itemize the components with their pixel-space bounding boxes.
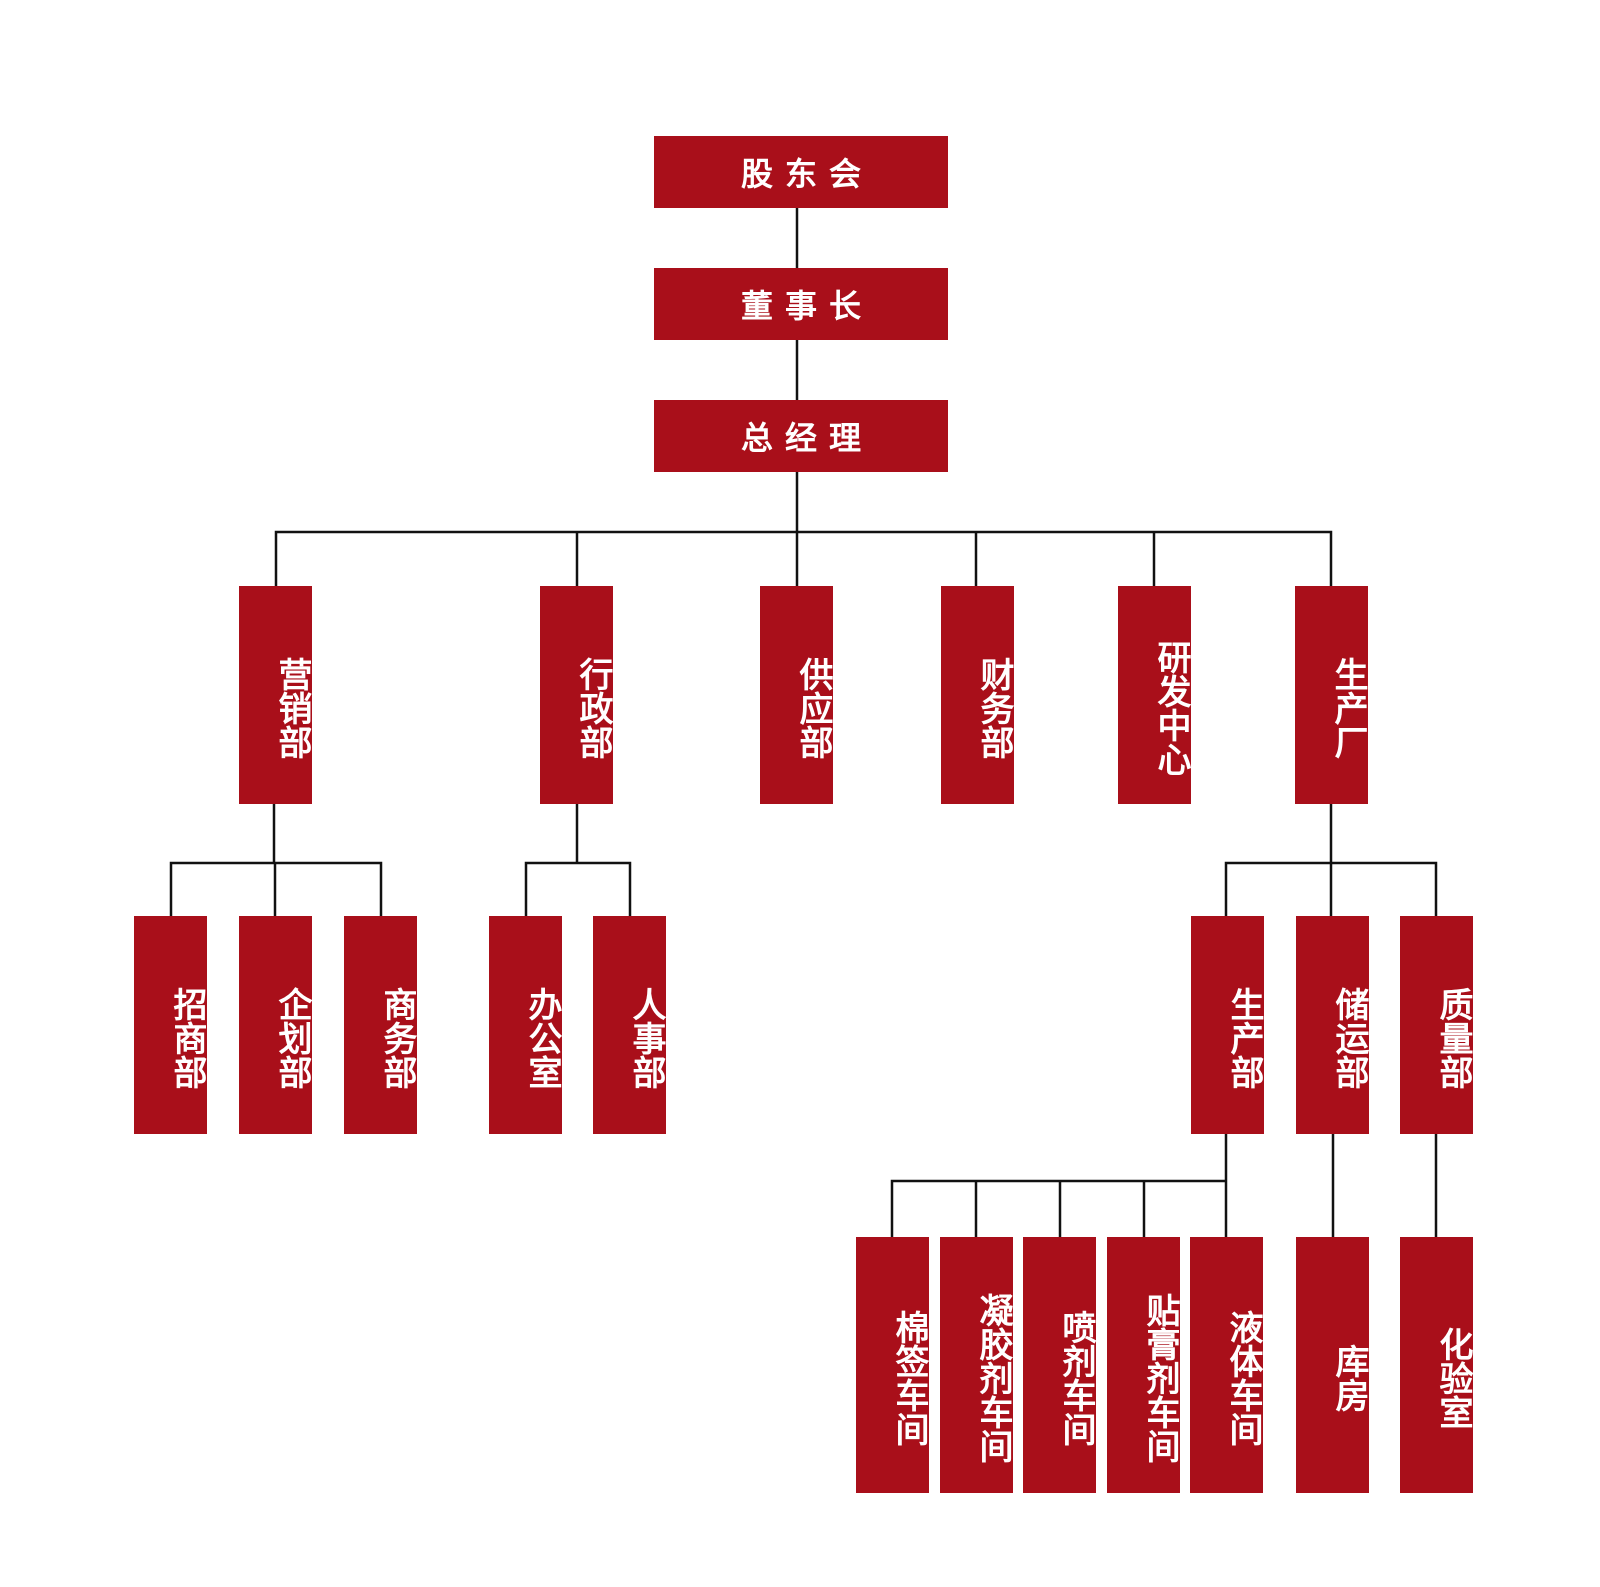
- node-business-dept-label: 商务部: [377, 987, 417, 1089]
- node-finance-dept-label: 财务部: [974, 657, 1014, 759]
- node-chairman-label: 董事长: [740, 287, 873, 325]
- node-marketing-dept-label: 营销部: [272, 657, 312, 759]
- node-plaster-workshop: 贴膏剂车间: [1107, 1237, 1180, 1493]
- node-hr-dept: 人事部: [593, 916, 666, 1134]
- node-production-plant: 生产厂: [1295, 586, 1368, 804]
- node-production-dept: 生产部: [1191, 916, 1264, 1134]
- connector-line: [1224, 861, 1438, 916]
- connector-line: [274, 530, 1333, 586]
- node-liquid-workshop: 液体车间: [1190, 1237, 1263, 1493]
- node-office: 办公室: [489, 916, 562, 1134]
- node-laboratory-label: 化验室: [1433, 1327, 1473, 1429]
- node-planning-dept: 企划部: [239, 916, 312, 1134]
- node-administration-dept-label: 行政部: [573, 657, 613, 759]
- node-finance-dept: 财务部: [941, 586, 1014, 804]
- node-spray-workshop: 喷剂车间: [1023, 1237, 1096, 1493]
- node-production-dept-label: 生产部: [1224, 987, 1264, 1089]
- node-laboratory: 化验室: [1400, 1237, 1473, 1493]
- node-general-manager-label: 总经理: [740, 419, 873, 457]
- node-investment-dept-label: 招商部: [167, 987, 207, 1089]
- connector-line: [524, 861, 632, 916]
- node-plaster-workshop-label: 贴膏剂车间: [1140, 1293, 1180, 1463]
- node-hr-dept-label: 人事部: [626, 987, 666, 1089]
- connector-line: [890, 1179, 1226, 1237]
- node-production-plant-label: 生产厂: [1328, 657, 1368, 759]
- node-investment-dept: 招商部: [134, 916, 207, 1134]
- node-spray-workshop-label: 喷剂车间: [1056, 1310, 1096, 1446]
- node-supply-dept-label: 供应部: [793, 657, 833, 759]
- node-storage-transport-dept: 储运部: [1296, 916, 1369, 1134]
- node-shareholders-meeting-label: 股东会: [740, 155, 873, 193]
- node-cotton-swab-workshop-label: 棉签车间: [889, 1310, 929, 1446]
- node-rd-center-label: 研发中心: [1151, 640, 1191, 776]
- node-business-dept: 商务部: [344, 916, 417, 1134]
- node-quality-dept-label: 质量部: [1433, 987, 1473, 1089]
- node-planning-dept-label: 企划部: [272, 987, 312, 1089]
- node-shareholders-meeting: 股东会: [654, 136, 948, 208]
- node-gel-workshop: 凝胶剂车间: [940, 1237, 1013, 1493]
- node-general-manager: 总经理: [654, 400, 948, 472]
- node-gel-workshop-label: 凝胶剂车间: [973, 1293, 1013, 1463]
- node-office-label: 办公室: [522, 987, 562, 1089]
- node-liquid-workshop-label: 液体车间: [1223, 1310, 1263, 1446]
- node-administration-dept: 行政部: [540, 586, 613, 804]
- node-quality-dept: 质量部: [1400, 916, 1473, 1134]
- node-warehouse-label: 库房: [1329, 1344, 1369, 1412]
- node-marketing-dept: 营销部: [239, 586, 312, 804]
- node-rd-center: 研发中心: [1118, 586, 1191, 804]
- node-storage-transport-dept-label: 储运部: [1329, 987, 1369, 1089]
- node-warehouse: 库房: [1296, 1237, 1369, 1493]
- node-supply-dept: 供应部: [760, 586, 833, 804]
- node-chairman: 董事长: [654, 268, 948, 340]
- node-cotton-swab-workshop: 棉签车间: [856, 1237, 929, 1493]
